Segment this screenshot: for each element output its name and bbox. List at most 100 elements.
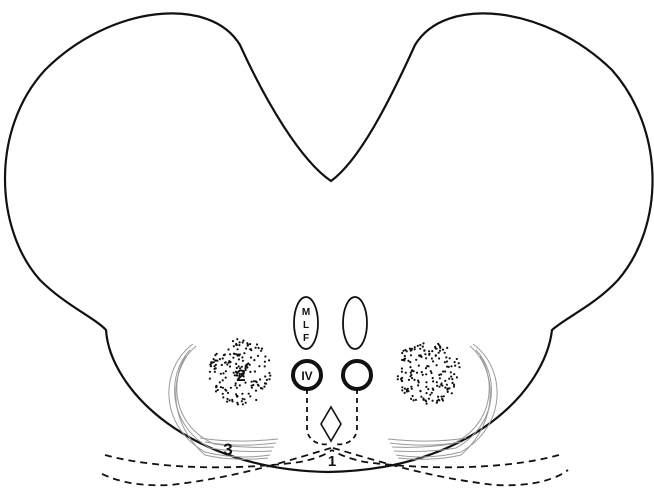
stipple-dot (228, 360, 230, 362)
stipple-dot (425, 386, 427, 388)
stipple-dot (456, 358, 458, 360)
stipple-dot (209, 364, 211, 366)
stipple-dot (213, 365, 215, 367)
stipple-dot (405, 372, 407, 374)
stipple-dot (237, 355, 239, 357)
stipple-dot (448, 387, 450, 389)
stipple-dot (404, 392, 406, 394)
stipple-dot (411, 348, 413, 350)
stipple-dot (235, 344, 237, 346)
stipple-dot (220, 386, 222, 388)
stipple-dot (401, 379, 403, 381)
stipple-dot (425, 373, 427, 375)
stipple-dot (229, 353, 231, 355)
stipple-dot (219, 358, 221, 360)
stipple-dot (406, 350, 408, 352)
stipple-dot (444, 361, 446, 363)
stipple-dot (429, 394, 431, 396)
stipple-dot (253, 380, 255, 382)
stipple-dot (422, 374, 424, 376)
stipple-dot (438, 399, 440, 401)
stipple-dot (209, 378, 211, 380)
stipple-dot (255, 390, 257, 392)
stipple-dot (235, 363, 237, 365)
stipple-dot (443, 395, 445, 397)
stipple-dot (435, 347, 437, 349)
stipple-dot (431, 350, 433, 352)
stipple-dot (269, 375, 271, 377)
stipple-dot (222, 357, 224, 359)
stipple-dot (250, 349, 252, 351)
stipple-dot (236, 387, 238, 389)
stipple-dot (234, 353, 236, 355)
stipple-dot (415, 399, 417, 401)
stipple-dot (453, 386, 455, 388)
stipple-dot (425, 367, 427, 369)
stipple-dot (246, 342, 248, 344)
stipple-dot (446, 384, 448, 386)
stipple-dot (268, 372, 270, 374)
stipple-dot (416, 372, 418, 374)
stipple-dot (419, 390, 421, 392)
stipple-dot (257, 355, 259, 357)
stipple-dot (225, 370, 227, 372)
stipple-dot (264, 361, 266, 363)
stipple-dot (454, 365, 456, 367)
stipple-dot (254, 370, 256, 372)
stipple-dot (412, 395, 414, 397)
stipple-dot (437, 343, 439, 345)
stipple-dot (268, 378, 270, 380)
mlf-label-m: M (302, 307, 310, 318)
stipple-dot (441, 396, 443, 398)
stipple-dot (450, 376, 452, 378)
stipple-dot (261, 348, 263, 350)
stipple-dot (219, 381, 221, 383)
stipple-dot (451, 382, 453, 384)
stipple-dot (454, 361, 456, 363)
stipple-dot (402, 350, 404, 352)
stipple-dot (447, 389, 449, 391)
stipple-dot (242, 341, 244, 343)
stipple-dot (248, 393, 250, 395)
stipple-dot (436, 400, 438, 402)
stipple-dot (417, 345, 419, 347)
stipple-dot (422, 342, 424, 344)
stipple-dot (431, 392, 433, 394)
stipple-dot (237, 348, 239, 350)
stipple-dot (222, 387, 224, 389)
stipple-dot (229, 365, 231, 367)
stipple-dot (450, 365, 452, 367)
stipple-dot (438, 352, 440, 354)
stipple-dot (425, 381, 427, 383)
stipple-dot (432, 360, 434, 362)
stipple-dot (445, 356, 447, 358)
stipple-dot (407, 360, 409, 362)
stipple-dot (436, 364, 438, 366)
stipple-dot (401, 352, 403, 354)
stipple-dot (417, 384, 419, 386)
stipple-dot (230, 387, 232, 389)
stipple-dot (431, 357, 433, 359)
stipple-dot (422, 399, 424, 401)
right-stippled-nucleus (397, 342, 461, 404)
stipple-dot (408, 379, 410, 381)
stipple-dot (438, 374, 440, 376)
stipple-dot (237, 403, 239, 405)
stipple-dot (401, 389, 403, 391)
stipple-dot (420, 396, 422, 398)
stipple-dot (233, 345, 235, 347)
stipple-dot (222, 372, 224, 374)
stipple-dot (444, 352, 446, 354)
stipple-dot (239, 341, 241, 343)
stipple-dot (249, 395, 251, 397)
stipple-dot (414, 348, 416, 350)
stipple-dot (260, 350, 262, 352)
stipple-dot (238, 358, 240, 360)
stipple-dot (241, 400, 243, 402)
label-3: 3 (223, 440, 232, 459)
stipple-dot (458, 366, 460, 368)
stipple-dot (409, 361, 411, 363)
stipple-dot (423, 350, 425, 352)
stipple-dot (458, 362, 460, 364)
